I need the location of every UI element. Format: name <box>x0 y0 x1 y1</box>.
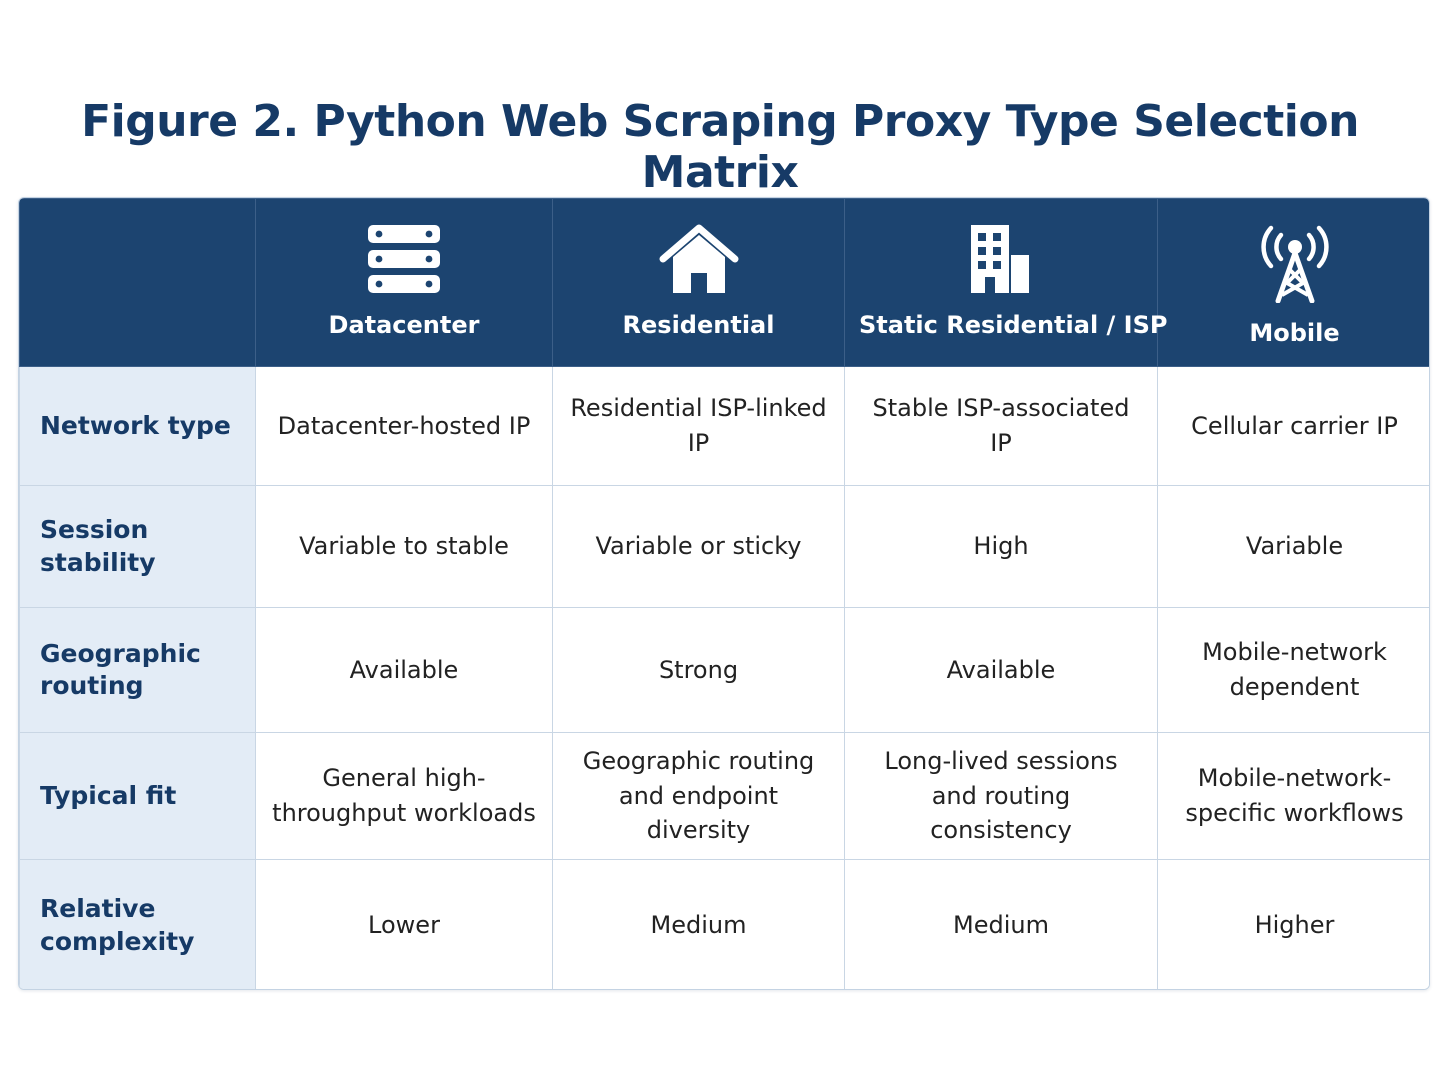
table-cell: Long-lived sessions and routing consiste… <box>844 732 1158 860</box>
column-header-datacenter: Datacenter <box>255 198 553 367</box>
building-icon <box>971 225 1029 293</box>
matrix-table: Datacenter Residential <box>19 198 1429 989</box>
column-label: Residential <box>622 311 775 339</box>
table-cell: Strong <box>552 607 845 733</box>
table-cell: Medium <box>844 859 1158 989</box>
table-cell: Stable ISP-associated IP <box>844 366 1158 486</box>
table-cell: Lower <box>255 859 553 989</box>
column-header-mobile: Mobile <box>1157 198 1429 367</box>
row-header-relative-complexity: Relative complexity <box>19 859 256 989</box>
house-icon <box>659 224 738 293</box>
table-cell: Mobile-network-specific workflows <box>1157 732 1429 860</box>
row-header-geographic-routing: Geographic routing <box>19 607 256 733</box>
corner-cell <box>19 198 256 367</box>
row-header-typical-fit: Typical fit <box>19 732 256 860</box>
table-cell: Available <box>844 607 1158 733</box>
table-row: Relative complexity Lower Medium Medium … <box>19 859 1429 989</box>
column-label: Datacenter <box>328 311 480 339</box>
table-cell: Residential ISP-linked IP <box>552 366 845 486</box>
column-label: Mobile <box>1249 319 1340 347</box>
server-icon <box>368 225 440 293</box>
row-header-network-type: Network type <box>19 366 256 486</box>
table-cell: Available <box>255 607 553 733</box>
table-cell: Higher <box>1157 859 1429 989</box>
column-header-static-residential-isp: Static Residential / ISP <box>844 198 1168 367</box>
column-label: Static Residential / ISP <box>859 311 1168 339</box>
row-header-session-stability: Session stability <box>19 485 256 608</box>
table-cell: High <box>844 485 1158 608</box>
table-cell: Datacenter-hosted IP <box>255 366 553 486</box>
table-cell: Geographic routing and endpoint diversit… <box>552 732 845 860</box>
table-cell: Mobile-network dependent <box>1157 607 1429 733</box>
table-row: Network type Datacenter-hosted IP Reside… <box>19 366 1429 486</box>
proxy-selection-matrix: Datacenter Residential <box>18 197 1430 990</box>
table-row: Session stability Variable to stable Var… <box>19 485 1429 608</box>
column-header-residential: Residential <box>552 198 845 367</box>
table-cell: Variable <box>1157 485 1429 608</box>
table-row: Geographic routing Available Strong Avai… <box>19 607 1429 733</box>
table-row: Typical fit General high-throughput work… <box>19 732 1429 860</box>
table-cell: General high-throughput workloads <box>255 732 553 860</box>
table-cell: Variable to stable <box>255 485 553 608</box>
cell-tower-icon <box>1260 225 1329 303</box>
table-cell: Cellular carrier IP <box>1157 366 1429 486</box>
table-cell: Medium <box>552 859 845 989</box>
header-row: Datacenter Residential <box>19 198 1429 367</box>
figure-title: Figure 2. Python Web Scraping Proxy Type… <box>81 96 1359 198</box>
table-cell: Variable or sticky <box>552 485 845 608</box>
